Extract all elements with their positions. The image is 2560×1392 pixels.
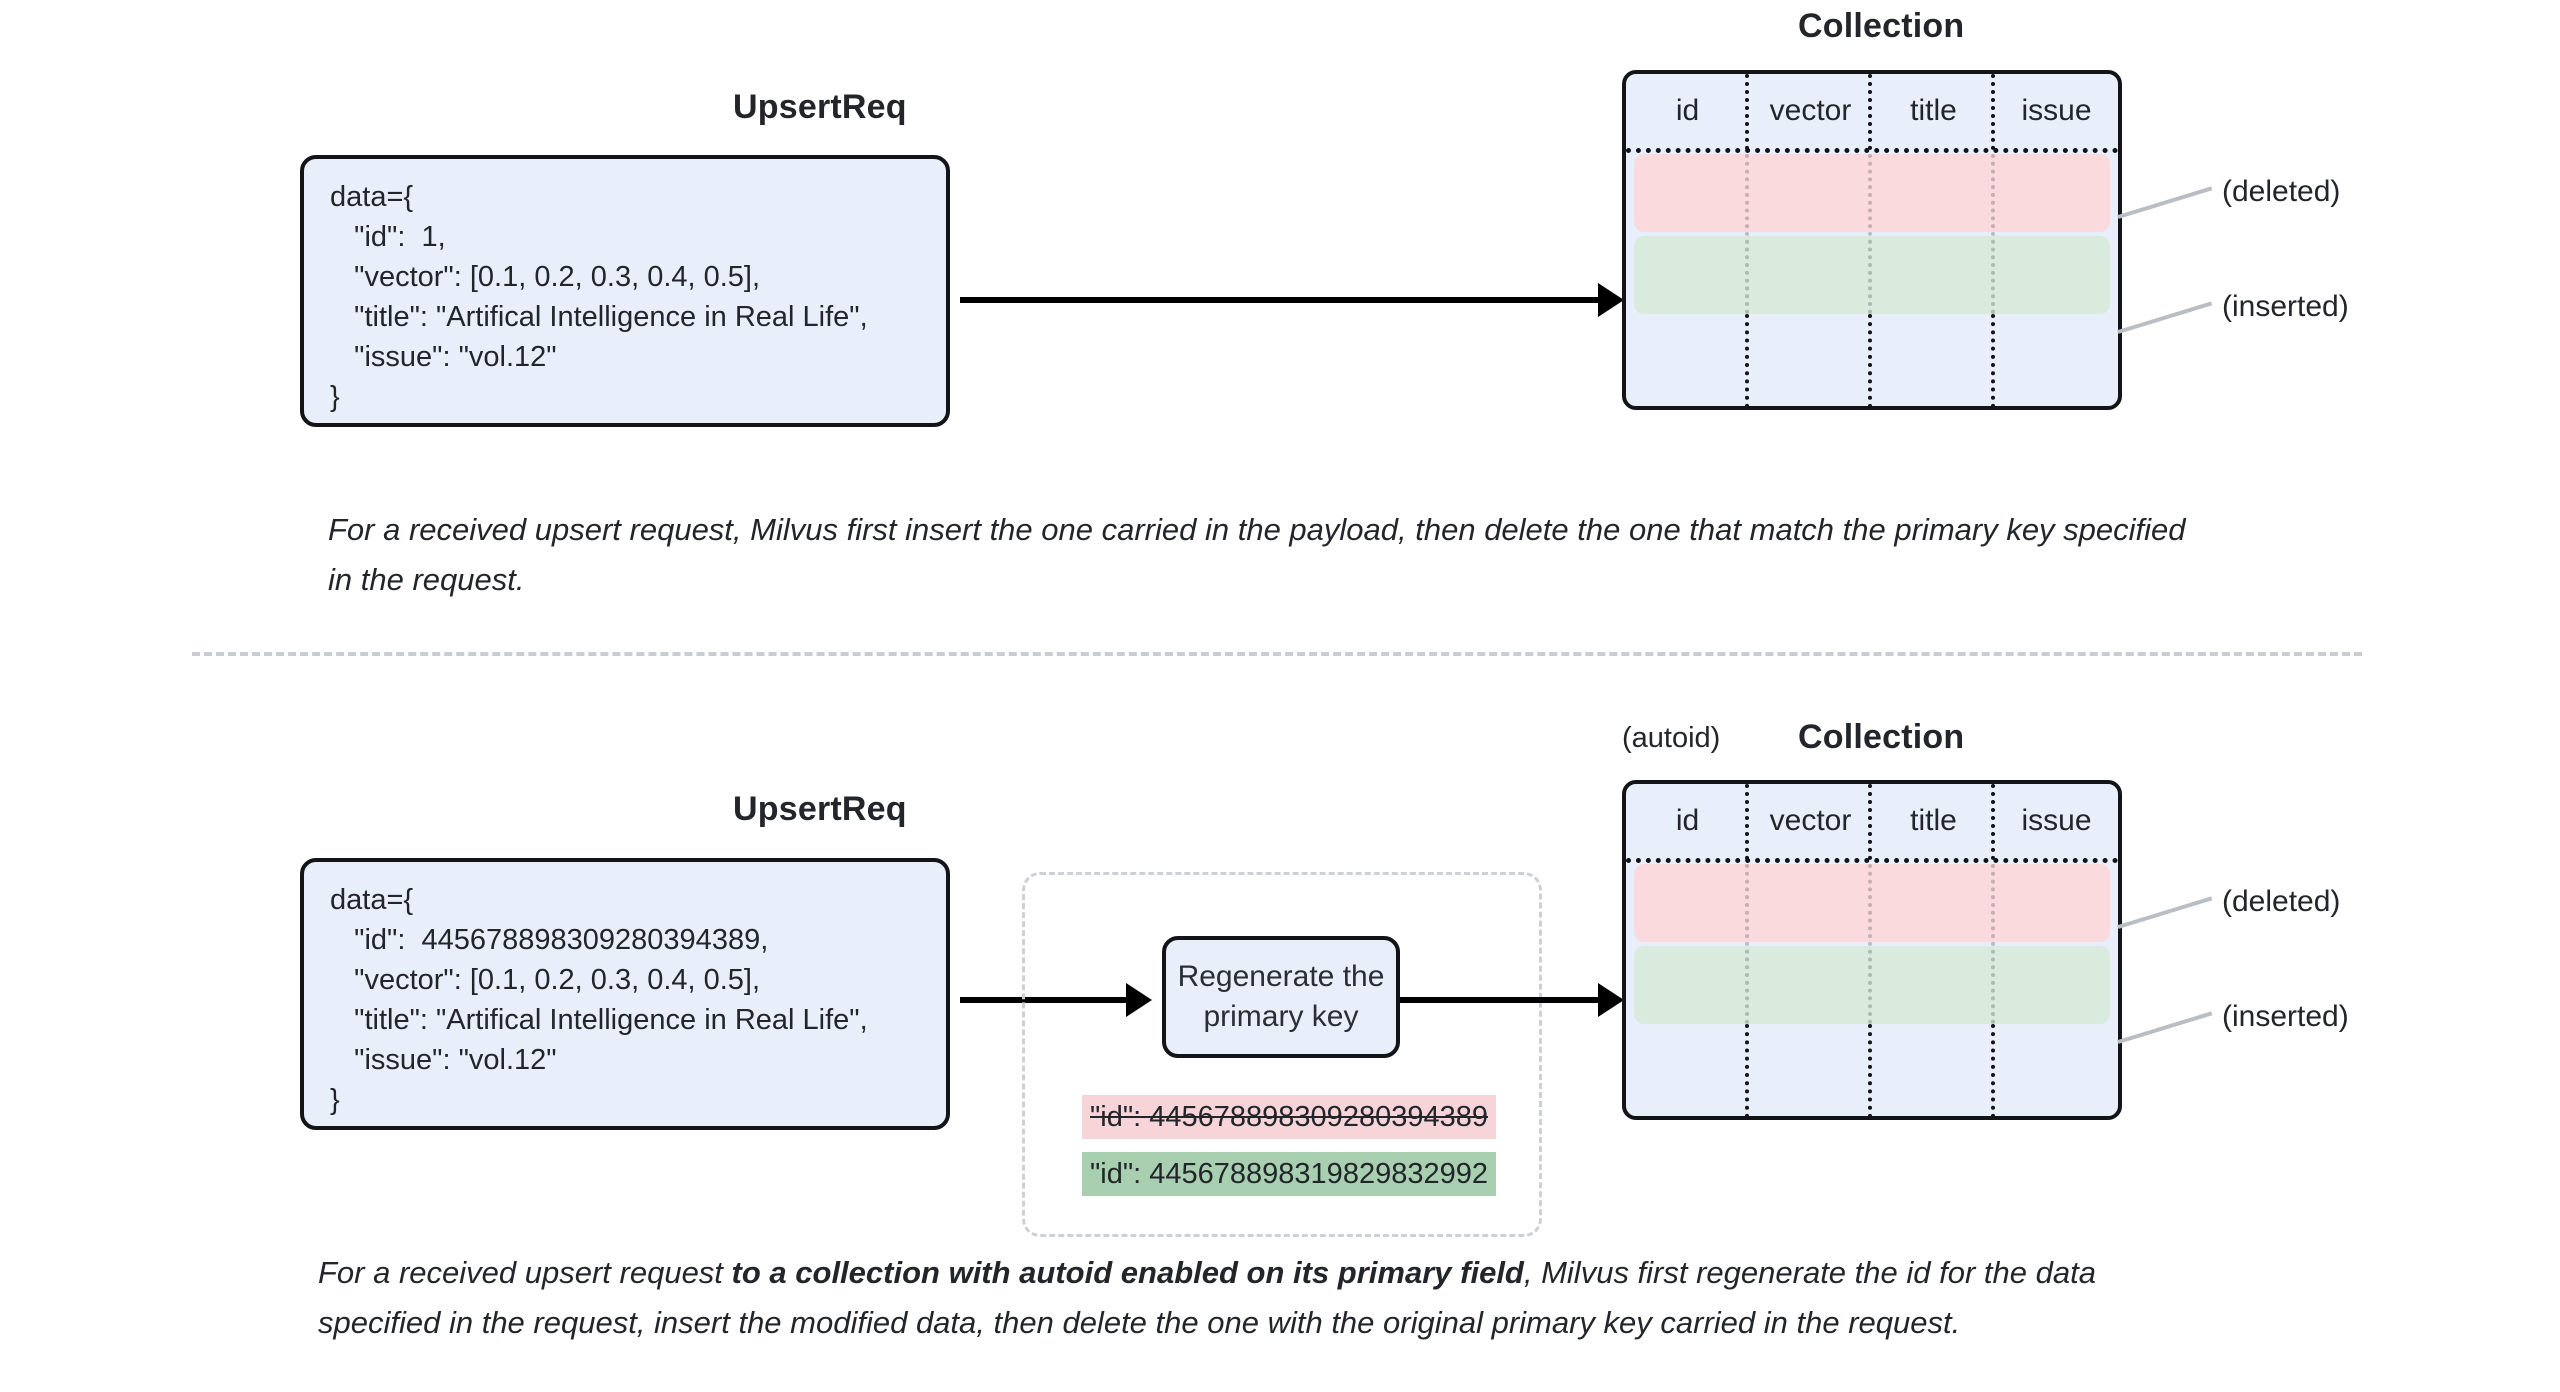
header-divider-top	[1626, 148, 2118, 153]
section-divider	[192, 652, 2362, 656]
leader-line-deleted-bottom	[2117, 896, 2213, 929]
column-header-title: title	[1910, 804, 1957, 837]
collection-title-top: Collection	[1798, 7, 1965, 45]
deleted-row-band-bottom	[1634, 864, 2110, 942]
arrow-line-to-collection	[1400, 997, 1610, 1003]
column-separator-1-band-top	[1745, 154, 1749, 314]
column-header-issue: issue	[2021, 94, 2092, 127]
table-header-row-top: id vector title issue	[1626, 74, 2118, 148]
column-separator-1-lower-bottom	[1745, 1024, 1749, 1116]
arrow-head-to-collection	[1598, 983, 1624, 1017]
inserted-label-top: (inserted)	[2222, 290, 2349, 323]
inserted-label-bottom: (inserted)	[2222, 1000, 2349, 1033]
collection-table-top: id vector title issue	[1622, 70, 2122, 410]
column-separator-3-band-top	[1991, 154, 1995, 314]
column-separator-1-bottom-top	[1745, 314, 1749, 406]
column-header-vector: vector	[1769, 94, 1852, 127]
column-separator-3-top	[1991, 74, 1995, 150]
deleted-label-top: (deleted)	[2222, 175, 2341, 208]
collection-title-bottom: Collection	[1798, 718, 1965, 756]
deleted-row-band-top	[1634, 154, 2110, 232]
column-separator-2-band-bottom	[1868, 864, 1872, 1024]
caption-bottom-before: For a received upsert request	[318, 1255, 732, 1290]
column-separator-2-bottom-top	[1868, 314, 1872, 406]
table-header-row-bottom: id vector title issue	[1626, 784, 2118, 858]
old-primary-key-chip: "id": 445678898309280394389	[1082, 1095, 1496, 1139]
column-header-issue: issue	[2021, 804, 2092, 837]
column-header-id: id	[1675, 804, 1700, 837]
collection-table-bottom: id vector title issue	[1622, 780, 2122, 1120]
leader-line-deleted-top	[2117, 186, 2213, 219]
leader-line-inserted-bottom	[2117, 1011, 2213, 1044]
arrow-head-top	[1598, 283, 1624, 317]
new-primary-key-chip: "id": 445678898319829832992	[1082, 1152, 1496, 1196]
column-separator-1-bottom-sec	[1745, 784, 1749, 860]
regenerate-group-container	[1022, 872, 1542, 1237]
column-header-vector: vector	[1769, 804, 1852, 837]
arrow-line-to-process	[960, 997, 1132, 1003]
caption-bottom: For a received upsert request to a colle…	[318, 1248, 2198, 1348]
column-separator-3-band-bottom	[1991, 864, 1995, 1024]
column-separator-2-top	[1868, 74, 1872, 150]
upsertreq-title-bottom: UpsertReq	[733, 790, 907, 828]
column-header-id: id	[1675, 94, 1700, 127]
arrow-line-top	[960, 297, 1610, 303]
column-separator-3-lower-bottom	[1991, 1024, 1995, 1116]
column-separator-2-lower-bottom	[1868, 1024, 1872, 1116]
column-header-title: title	[1910, 94, 1957, 127]
caption-bottom-bold: to a collection with autoid enabled on i…	[731, 1255, 1524, 1290]
caption-bottom-after: , Milvus first regenerate the id for the…	[318, 1255, 2096, 1340]
upsertreq-title-top: UpsertReq	[733, 88, 907, 126]
column-separator-2-band-top	[1868, 154, 1872, 314]
column-separator-1-band-bottom	[1745, 864, 1749, 1024]
caption-top: For a received upsert request, Milvus fi…	[328, 512, 2186, 597]
regenerate-primary-key-box: Regenerate the primary key	[1162, 936, 1400, 1058]
header-divider-bottom	[1626, 858, 2118, 863]
leader-line-inserted-top	[2117, 301, 2213, 334]
arrow-head-to-process	[1126, 983, 1152, 1017]
upsert-request-box-bottom: data={ "id": 445678898309280394389, "vec…	[300, 858, 950, 1130]
autoid-note: (autoid)	[1622, 722, 1721, 754]
deleted-label-bottom: (deleted)	[2222, 885, 2341, 918]
inserted-row-band-bottom	[1634, 946, 2110, 1024]
column-separator-3-bottom-sec	[1991, 784, 1995, 860]
column-separator-2-bottom-sec	[1868, 784, 1872, 860]
upsert-request-box-top: data={ "id": 1, "vector": [0.1, 0.2, 0.3…	[300, 155, 950, 427]
column-separator-1-top	[1745, 74, 1749, 150]
column-separator-3-bottom-top	[1991, 314, 1995, 406]
inserted-row-band-top	[1634, 236, 2110, 314]
